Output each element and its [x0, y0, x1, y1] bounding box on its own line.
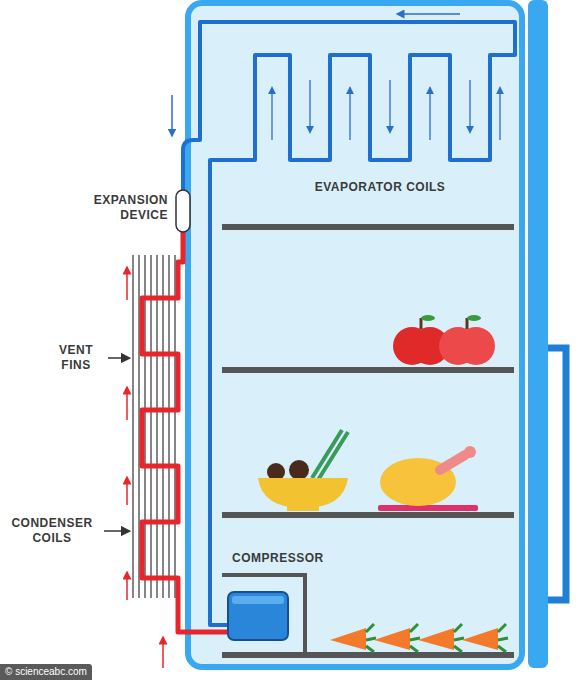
carrots: [330, 624, 508, 652]
part-label: EXPANSION DEVICE: [70, 193, 168, 223]
flow-arrow: [126, 390, 128, 420]
apples: [393, 315, 495, 365]
door-edge: [528, 0, 548, 668]
part-label: CONDENSER COILS: [2, 516, 102, 546]
flow-arrow: [126, 575, 128, 600]
compressor-top: [232, 596, 284, 604]
door-handle: [548, 348, 566, 600]
compressor: [228, 592, 288, 640]
flow-arrow: [126, 480, 128, 505]
flow-arrow: [162, 640, 164, 668]
part-label: VENT FINS: [46, 343, 106, 373]
part-label: COMPRESSOR: [232, 551, 342, 566]
chicken: [378, 446, 478, 511]
watermark: © scienceabc.com: [0, 664, 92, 680]
part-label: EVAPORATOR COILS: [300, 180, 460, 195]
fridge-body: [188, 3, 522, 667]
shelves: [222, 224, 514, 658]
flow-arrow: [400, 13, 460, 15]
flow-arrow: [126, 270, 128, 300]
flow-arrows: [272, 80, 500, 140]
flow-arrow: [171, 95, 173, 133]
vent-fins: [133, 255, 175, 598]
evaporator-coils: [183, 22, 515, 625]
bowl: [258, 430, 348, 511]
leader-arrow: [104, 530, 126, 532]
condenser-coils: [142, 232, 228, 632]
expansion-device: [176, 190, 190, 232]
leader-arrow: [108, 357, 126, 359]
compressor-housing: [222, 575, 305, 655]
